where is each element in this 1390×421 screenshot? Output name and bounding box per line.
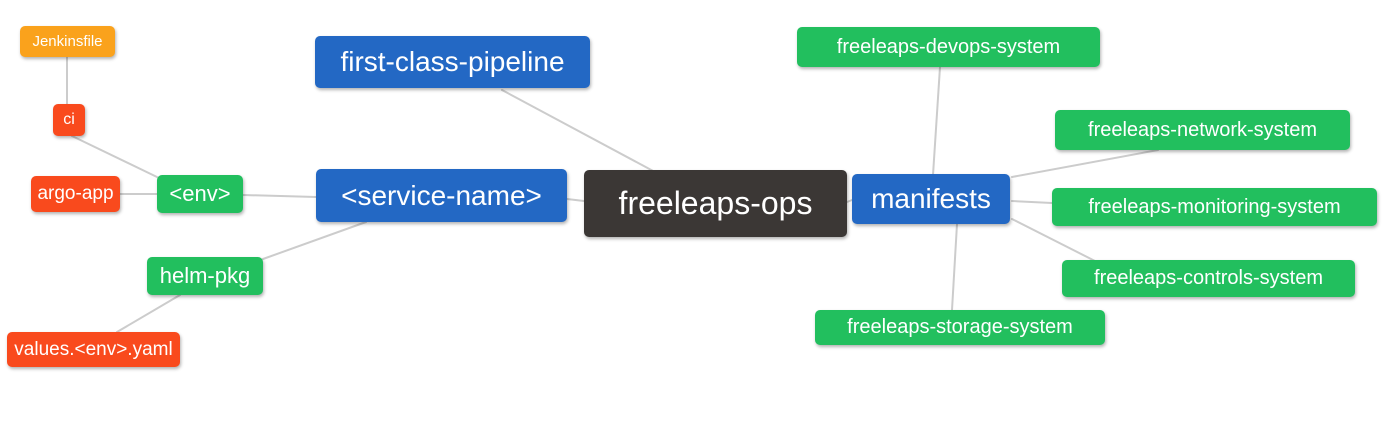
edge-manifests-controls-system: [1011, 218, 1096, 262]
edge-service-name-root: [566, 198, 585, 202]
edge-env-service-name: [242, 194, 317, 198]
edge-manifests-devops-system: [932, 66, 941, 176]
edge-manifests-monitoring-system: [1011, 200, 1053, 204]
node-argo-app[interactable]: argo-app: [31, 176, 120, 212]
node-freeleaps-storage-system[interactable]: freeleaps-storage-system: [815, 310, 1105, 345]
node-manifests[interactable]: manifests: [852, 174, 1010, 224]
node-first-class-pipeline[interactable]: first-class-pipeline: [315, 36, 590, 88]
node-ci[interactable]: ci: [53, 104, 85, 136]
edge-first-class-pipeline-root: [501, 89, 656, 173]
node-freeleaps-devops-system[interactable]: freeleaps-devops-system: [797, 27, 1100, 67]
edge-manifests-storage-system: [951, 223, 958, 311]
edge-service-name-helm-pkg: [262, 221, 367, 260]
edge-manifests-network-system: [1011, 149, 1159, 178]
node-env[interactable]: <env>: [157, 175, 243, 213]
node-freeleaps-ops-root[interactable]: freeleaps-ops: [584, 170, 847, 237]
edge-ci-env: [71, 135, 158, 178]
node-service-name[interactable]: <service-name>: [316, 169, 567, 222]
node-jenkinsfile[interactable]: Jenkinsfile: [20, 26, 115, 57]
edge-helm-pkg-values: [116, 294, 181, 333]
node-freeleaps-monitoring-system[interactable]: freeleaps-monitoring-system: [1052, 188, 1377, 226]
node-helm-pkg[interactable]: helm-pkg: [147, 257, 263, 295]
node-values-env-yaml[interactable]: values.<env>.yaml: [7, 332, 180, 367]
edge-root-manifests: [846, 199, 853, 203]
node-freeleaps-controls-system[interactable]: freeleaps-controls-system: [1062, 260, 1355, 297]
node-freeleaps-network-system[interactable]: freeleaps-network-system: [1055, 110, 1350, 150]
